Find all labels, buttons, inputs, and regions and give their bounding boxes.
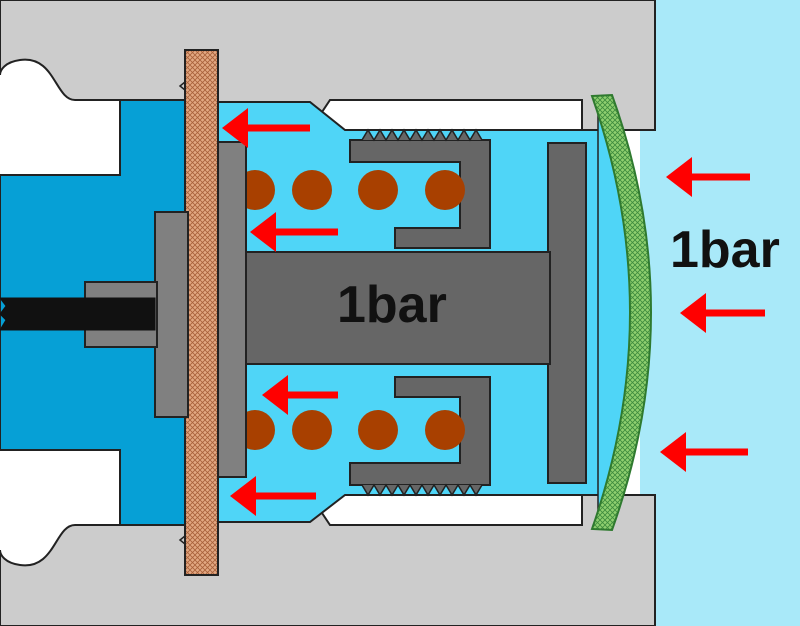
piston-rod	[242, 251, 551, 365]
thread-teeth-lower	[361, 483, 483, 497]
membrane	[590, 93, 652, 532]
left-arrow-icon	[262, 375, 338, 415]
inner-pressure-arrows	[222, 108, 338, 516]
outer-pressure-label: 1bar	[670, 221, 780, 279]
spring-ball	[358, 410, 398, 450]
spring-ball	[425, 170, 465, 210]
left-arrow-icon	[222, 108, 310, 148]
brass-plate	[184, 49, 219, 576]
black-rod	[0, 297, 156, 331]
left-arrow-icon	[666, 157, 750, 197]
spring-ball	[425, 410, 465, 450]
brass-plate-tab-top	[178, 81, 186, 91]
brass-plate-tab-bottom	[178, 535, 186, 545]
spring-ball	[292, 170, 332, 210]
spring-coils	[235, 170, 465, 450]
mount-flange	[154, 211, 189, 418]
inner-pressure-label: 1bar	[337, 276, 447, 334]
left-arrow-icon	[680, 293, 765, 333]
outer-pressure-arrows	[660, 157, 765, 472]
left-arrow-icon	[660, 432, 748, 472]
left-arrow-icon	[230, 476, 316, 516]
spring-ball	[292, 410, 332, 450]
thread-teeth-upper	[361, 128, 483, 142]
left-arrow-icon	[250, 212, 338, 252]
housing-upper	[0, 0, 656, 131]
spring-ball	[358, 170, 398, 210]
piston-plate	[547, 142, 587, 484]
housing-lower	[0, 494, 656, 626]
